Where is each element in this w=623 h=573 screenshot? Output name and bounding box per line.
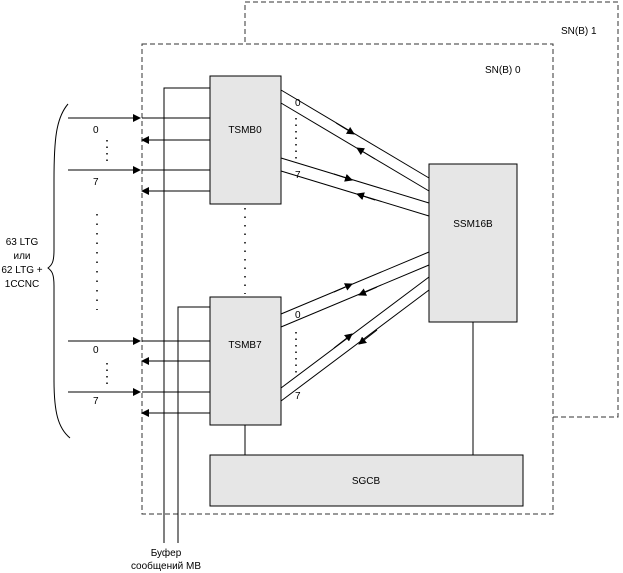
frame-snb1-label: SN(B) 1 bbox=[561, 26, 597, 37]
buffer-lines bbox=[163, 87, 210, 543]
left-group-line3: 62 LTG + bbox=[1, 265, 42, 276]
top-input-label-last: 7 bbox=[93, 177, 99, 188]
sgcb-block bbox=[209, 454, 524, 507]
tsmb0-out-label-last: 7 bbox=[295, 170, 301, 181]
bottom-input-links bbox=[68, 337, 210, 417]
tsmb7-out-label-first: 0 bbox=[295, 310, 301, 321]
buffer-label-line1: Буфер bbox=[151, 547, 182, 559]
tsmb7-block bbox=[209, 296, 282, 426]
sgcb-label: SGCB bbox=[352, 476, 381, 487]
frame-snb0-label: SN(B) 0 bbox=[485, 65, 521, 76]
buffer-label-line2: сообщений МВ bbox=[131, 560, 201, 572]
tsmb7-ssm-links bbox=[280, 251, 430, 402]
top-input-links bbox=[68, 114, 210, 195]
left-group-line4: 1CCNC bbox=[5, 279, 39, 290]
ssm16b-label: SSM16B bbox=[453, 219, 493, 230]
bottom-input-label-last: 7 bbox=[93, 396, 99, 407]
sgcb-connectors bbox=[244, 322, 474, 455]
tsmb0-out-label-first: 0 bbox=[295, 98, 301, 109]
left-brace bbox=[47, 103, 71, 439]
tsmb0-ssm-links bbox=[280, 89, 430, 217]
tsmb7-label: TSMB7 bbox=[228, 340, 262, 351]
bottom-input-label-first: 0 bbox=[93, 345, 99, 356]
top-input-label-first: 0 bbox=[93, 125, 99, 136]
left-group-line2: или bbox=[13, 251, 30, 262]
left-group-line1: 63 LTG bbox=[6, 237, 39, 248]
tsmb0-label: TSMB0 bbox=[228, 125, 262, 136]
tsmb7-out-label-last: 7 bbox=[295, 391, 301, 402]
frame-to-tsmb-lines bbox=[142, 117, 210, 393]
tsmb0-block bbox=[209, 75, 282, 205]
ssm16b-block bbox=[428, 163, 518, 323]
